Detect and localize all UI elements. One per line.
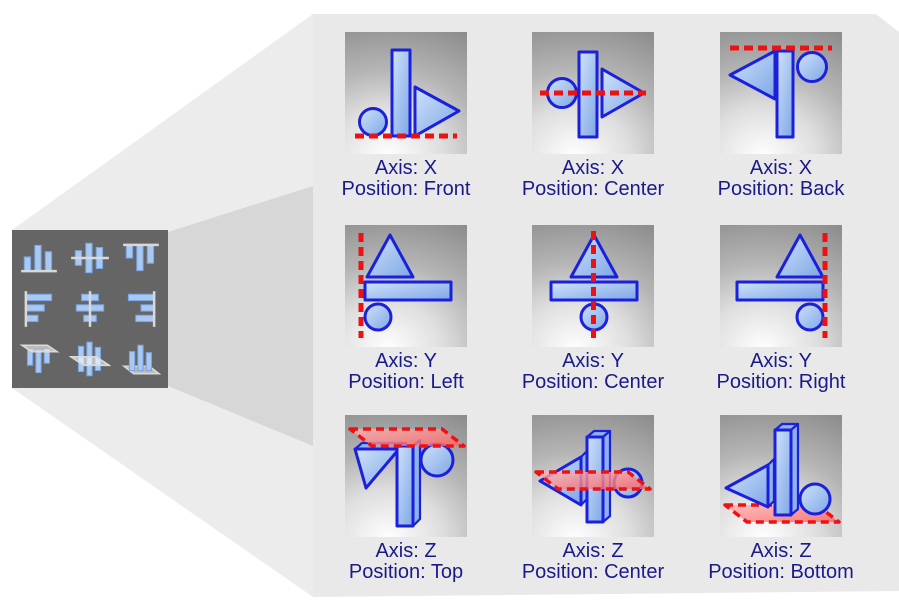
align-x-back-icon[interactable] — [118, 235, 164, 281]
axis-label: Axis: Z — [375, 540, 437, 562]
align-x-front-icon — [18, 237, 60, 279]
tile-z-bottom — [720, 415, 842, 537]
example-y-right-graphic — [720, 225, 842, 347]
position-label: Position: Center — [521, 371, 665, 393]
align-x-center-icon[interactable] — [67, 235, 113, 281]
tile-y-center — [532, 225, 654, 347]
align-z-center-icon — [69, 339, 111, 381]
align-x-front-icon[interactable] — [16, 235, 62, 281]
tile-x-front — [345, 32, 467, 154]
alignment-palette — [12, 230, 168, 388]
example-x-center-graphic — [532, 32, 654, 154]
tile-x-center — [532, 32, 654, 154]
align-y-left-icon — [18, 288, 60, 330]
example-z-center-graphic — [532, 415, 654, 537]
position-label: Position: Center — [521, 178, 665, 200]
tile-x-back — [720, 32, 842, 154]
example-x-front-graphic — [345, 32, 467, 154]
example-y-left-graphic — [345, 225, 467, 347]
tile-y-right — [720, 225, 842, 347]
align-z-bottom-icon — [120, 339, 162, 381]
axis-label: Axis: Y — [375, 350, 437, 372]
tile-z-top — [345, 415, 467, 537]
align-x-center-icon — [69, 237, 111, 279]
example-x-back-graphic — [720, 32, 842, 154]
tile-z-center — [532, 415, 654, 537]
align-y-right-icon — [120, 288, 162, 330]
position-label: Position: Front — [341, 178, 471, 200]
position-label: Position: Top — [348, 561, 464, 583]
axis-label: Axis: Z — [562, 540, 624, 562]
axis-label: Axis: Z — [750, 540, 812, 562]
align-x-back-icon — [120, 237, 162, 279]
zoom-beam — [168, 186, 313, 446]
align-z-top-icon — [18, 339, 60, 381]
align-z-bottom-icon[interactable] — [118, 337, 164, 383]
axis-label: Axis: X — [374, 157, 438, 179]
position-label: Position: Back — [717, 178, 845, 200]
tile-y-left — [345, 225, 467, 347]
example-z-top-graphic — [345, 415, 467, 537]
align-z-top-icon[interactable] — [16, 337, 62, 383]
align-z-center-icon[interactable] — [67, 337, 113, 383]
axis-label: Axis: Y — [750, 350, 812, 372]
align-y-center-icon[interactable] — [67, 286, 113, 332]
axis-label: Axis: X — [561, 157, 625, 179]
axis-label: Axis: X — [749, 157, 813, 179]
position-label: Position: Center — [521, 561, 665, 583]
position-label: Position: Left — [348, 371, 464, 393]
align-y-center-icon — [69, 288, 111, 330]
axis-label: Axis: Y — [562, 350, 624, 372]
example-y-center-graphic — [532, 225, 654, 347]
position-label: Position: Right — [716, 371, 846, 393]
align-y-left-icon[interactable] — [16, 286, 62, 332]
align-y-right-icon[interactable] — [118, 286, 164, 332]
position-label: Position: Bottom — [708, 561, 854, 583]
example-z-bottom-graphic — [720, 415, 842, 537]
